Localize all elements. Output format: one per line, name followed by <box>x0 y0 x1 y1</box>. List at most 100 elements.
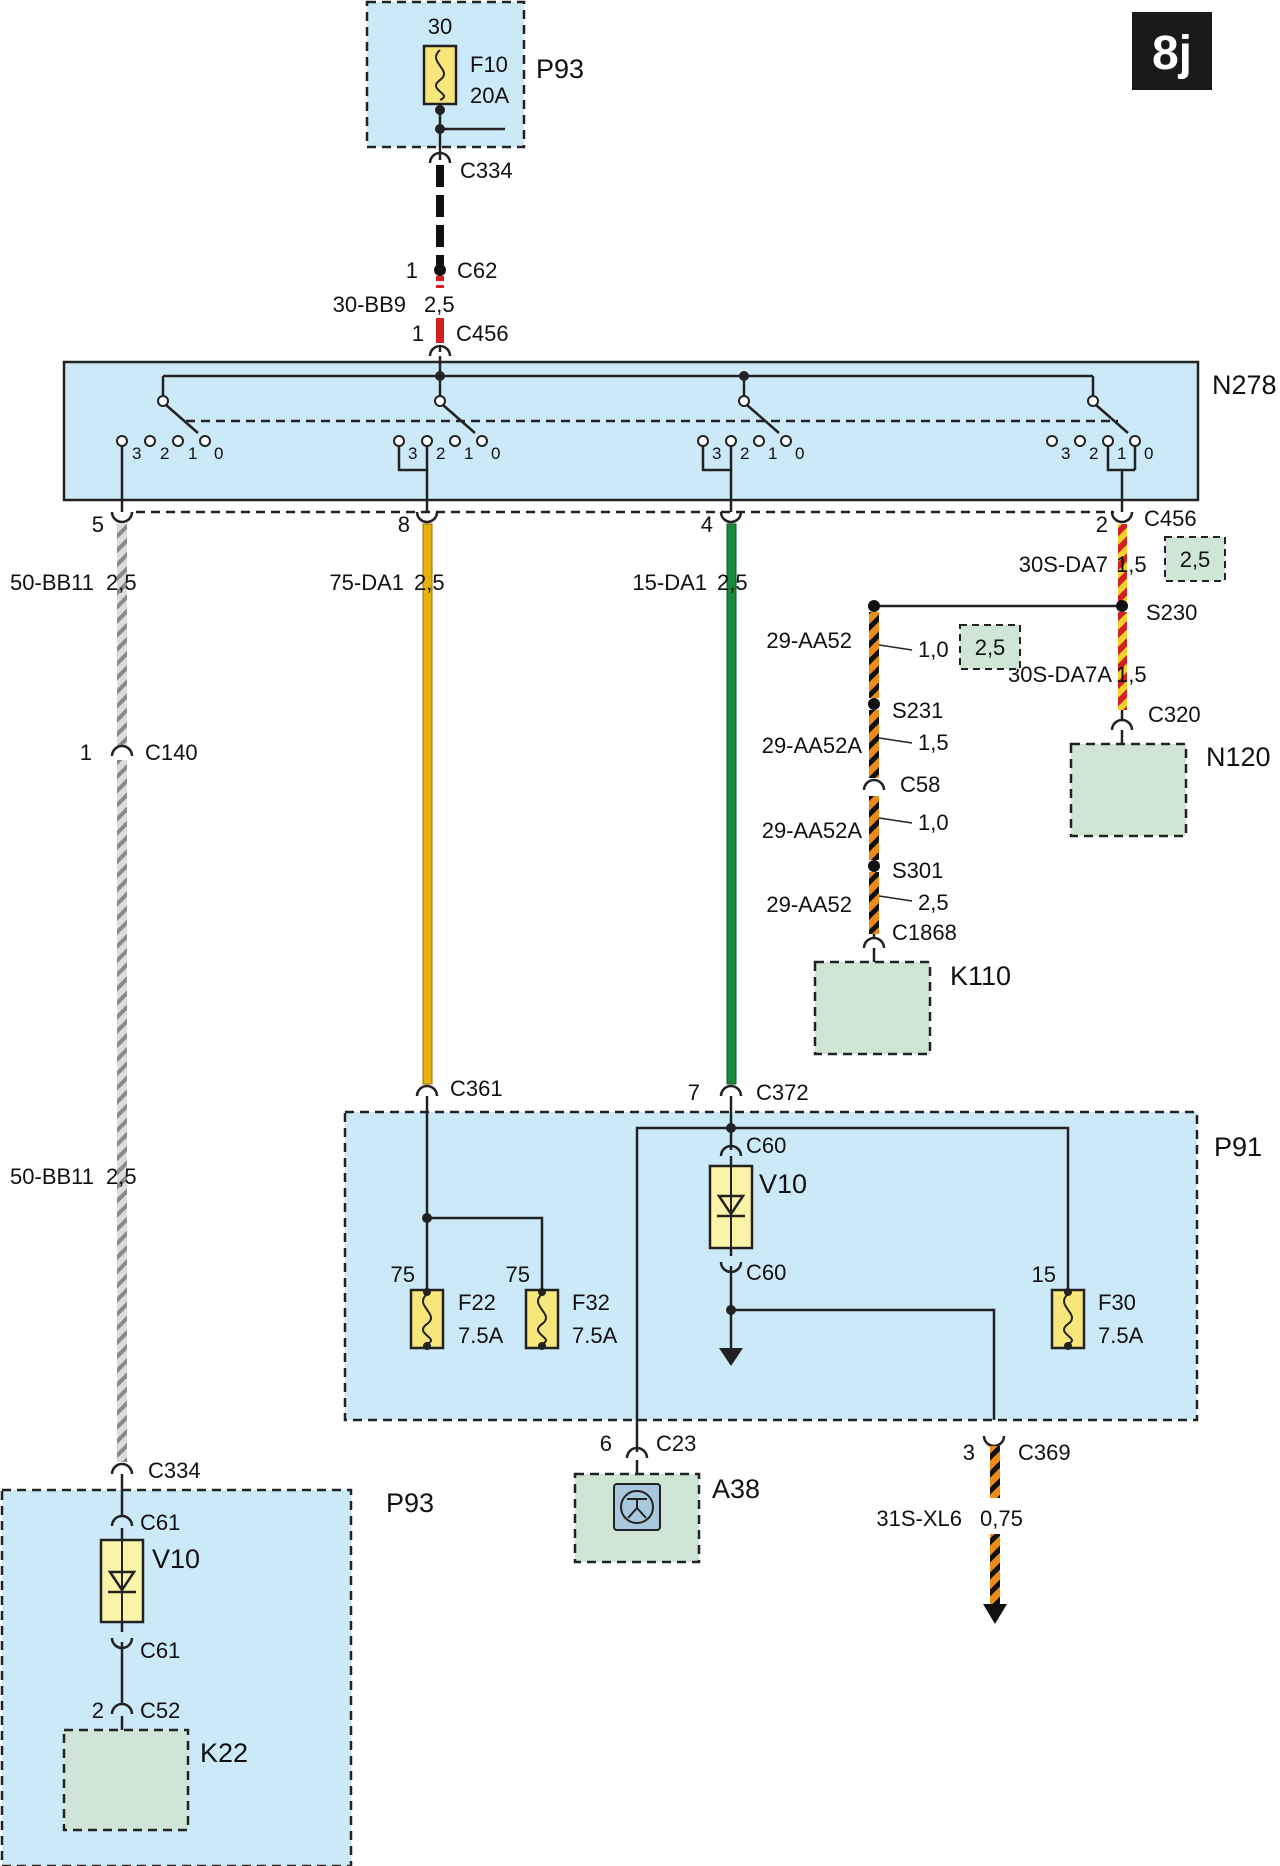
fuse-f32-rating: 7.5A <box>572 1323 618 1348</box>
c62-splice <box>434 264 446 276</box>
c23-connector <box>625 1446 649 1459</box>
wire-size-box-right-text: 2,5 <box>1180 547 1211 572</box>
c456-pin2: 2 <box>1096 512 1108 537</box>
wire-29-aa52a-2-label: 29-AA52A <box>762 818 863 843</box>
c58-connector <box>862 778 886 791</box>
fuse-f30-icon <box>1050 1288 1086 1350</box>
wire-30s-da7a-size: 1,5 <box>1116 662 1147 687</box>
sw2-pos-1: 1 <box>464 444 473 463</box>
fuse-f10-rating: 20A <box>470 83 509 108</box>
ground-arrow-icon <box>983 1604 1007 1624</box>
c372-pin: 7 <box>688 1080 700 1105</box>
c334-lower-label: C334 <box>148 1458 201 1483</box>
sw4-pos-3: 3 <box>1061 444 1070 463</box>
k110-component <box>813 960 932 1056</box>
wire-50-bb11-size-upper: 2,5 <box>106 570 137 595</box>
c372-label: C372 <box>756 1080 809 1105</box>
n278-label: N278 <box>1212 370 1277 400</box>
fuse-f32-label: F32 <box>572 1290 610 1315</box>
wire-29-aa52-2-size: 2,5 <box>918 890 949 915</box>
wire-31s-xl6-size: 0,75 <box>980 1506 1023 1531</box>
wire-15-da1-size: 2,5 <box>717 570 748 595</box>
c61-top-label: C61 <box>140 1510 180 1535</box>
c62-pin: 1 <box>406 258 418 283</box>
c23-label: C23 <box>656 1431 696 1456</box>
wire-75-da1-label: 75-DA1 <box>329 570 404 595</box>
p93-bottom-module <box>0 1474 353 1866</box>
sw4-pos-0: 0 <box>1144 444 1153 463</box>
wire-50-bb11-label-upper: 50-BB11 <box>10 570 94 595</box>
c52-pin: 2 <box>92 1698 104 1723</box>
wire-30s-da7 <box>1118 524 1127 606</box>
switch-contact-1: 3 2 1 0 <box>116 376 223 512</box>
wire-50-bb11-lower <box>117 760 127 1462</box>
c140-connector <box>110 744 134 757</box>
a38-sensor-icon <box>613 1483 661 1531</box>
wire-29-aa52-1 <box>869 612 879 698</box>
p91-label: P91 <box>1214 1132 1262 1162</box>
diode-v10-p91-icon <box>708 1164 754 1250</box>
c334-top-label: C334 <box>460 158 513 183</box>
wire-15-da1-label: 15-DA1 <box>632 570 707 595</box>
wire-30s-da7a-label: 30S-DA7A <box>1008 662 1112 687</box>
c456-pin4: 4 <box>701 512 713 537</box>
n120-label: N120 <box>1206 742 1271 772</box>
s230-label: S230 <box>1146 600 1197 625</box>
sw4-pos-1: 1 <box>1117 444 1126 463</box>
wire-50-bb11-size-lower: 2,5 <box>106 1164 137 1189</box>
c60-top-label: C60 <box>746 1133 786 1158</box>
branch-splice <box>868 600 880 612</box>
wire-size-box-branch: 2,5 <box>959 624 1021 670</box>
c58-label: C58 <box>900 772 940 797</box>
c456-pin8: 8 <box>398 512 410 537</box>
wire-29-aa52a-1-label: 29-AA52A <box>762 733 863 758</box>
wire-29-aa52-1-label: 29-AA52 <box>766 628 852 653</box>
fuse-f30-pin: 15 <box>1032 1262 1056 1287</box>
n278-switch-module: 3 2 1 0 3 2 1 0 <box>62 356 1200 512</box>
sw3-pos-2: 2 <box>740 444 749 463</box>
c456-bottom-label: C456 <box>1144 506 1197 531</box>
sw1-pos-2: 2 <box>160 444 169 463</box>
switch-contact-2: 3 2 1 0 <box>393 376 500 512</box>
sw2-pos-3: 3 <box>408 444 417 463</box>
wire-75-da1-size: 2,5 <box>414 570 445 595</box>
c456-top-label: C456 <box>456 321 509 346</box>
c372-connector <box>719 1084 743 1097</box>
c61-bottom-label: C61 <box>140 1638 180 1663</box>
p91-module <box>343 1096 1199 1422</box>
sw3-pos-3: 3 <box>712 444 721 463</box>
wire-29-aa52-2 <box>869 872 879 934</box>
fuse-f32-pin: 75 <box>506 1262 530 1287</box>
sw1-pos-3: 3 <box>132 444 141 463</box>
wire-31s-xl6-label: 31S-XL6 <box>876 1506 962 1531</box>
fuse-f22-rating: 7.5A <box>458 1323 504 1348</box>
wire-29-aa52a-2 <box>869 796 879 860</box>
c1868-label: C1868 <box>892 920 957 945</box>
c456-pin4-connector <box>719 511 743 524</box>
fuse-f30-label: F30 <box>1098 1290 1136 1315</box>
c369-pin: 3 <box>963 1440 975 1465</box>
s301-label: S301 <box>892 858 943 883</box>
c1868-connector <box>862 936 886 949</box>
sw2-pos-2: 2 <box>436 444 445 463</box>
p93-top-module-label: P93 <box>536 54 584 84</box>
wire-29-aa52a-1 <box>869 710 879 778</box>
k22-component <box>62 1728 190 1832</box>
a38-label: A38 <box>712 1474 760 1504</box>
wire-29-aa52-2-label: 29-AA52 <box>766 892 852 917</box>
c456-top-pin: 1 <box>412 321 424 346</box>
sw2-pos-0: 0 <box>491 444 500 463</box>
diode-v10-p91-label: V10 <box>759 1169 807 1199</box>
wire-30s-da7-label: 30S-DA7 <box>1019 552 1108 577</box>
k110-label: K110 <box>950 961 1011 991</box>
wire-50-bb11-label-lower: 50-BB11 <box>10 1164 94 1189</box>
sw1-pos-1: 1 <box>188 444 197 463</box>
wire-75-da1 <box>422 523 433 1085</box>
p93-top-pin-label: 30 <box>428 14 452 39</box>
wire-29-aa52a-2-size: 1,0 <box>918 810 949 835</box>
c320-connector <box>1110 718 1134 731</box>
fuse-f22-icon <box>409 1288 445 1350</box>
wire-30s-da7-size: 1,5 <box>1116 552 1147 577</box>
wire-29-aa52-1-size: 1,0 <box>918 637 949 662</box>
fuse-f10-icon <box>422 44 458 106</box>
